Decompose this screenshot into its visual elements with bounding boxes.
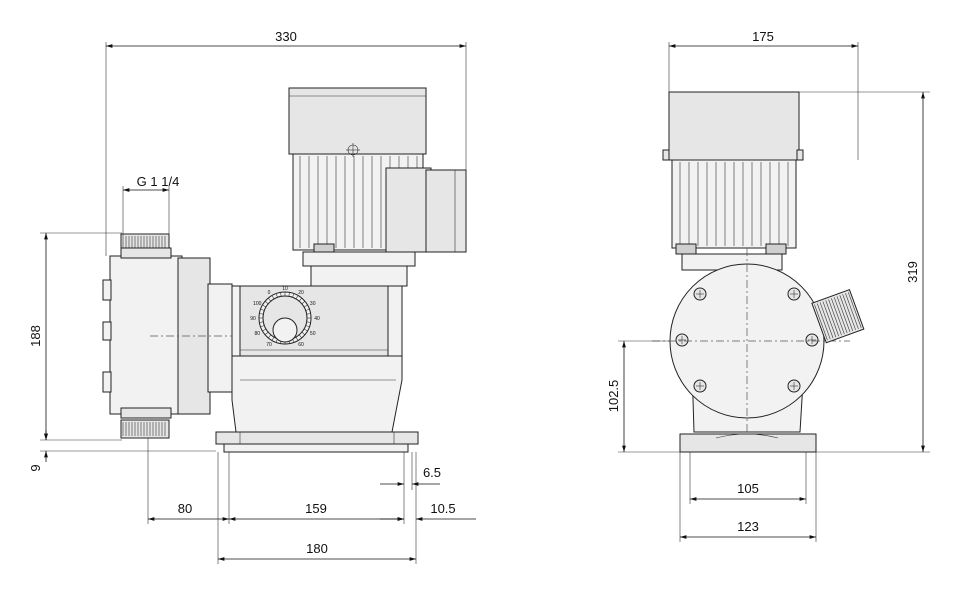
dim-10-5: 10.5 — [430, 501, 455, 516]
dim-overall-width: 330 — [275, 29, 297, 44]
dim-overall-height: 319 — [905, 261, 920, 283]
dial-scale-label: 100 — [253, 301, 262, 307]
dim-side-width: 175 — [752, 29, 774, 44]
dial-scale-label: 60 — [298, 342, 304, 348]
side-view — [652, 91, 865, 453]
side-connector — [811, 288, 865, 344]
base-front — [215, 431, 419, 453]
dial-scale-label: 0 — [268, 290, 271, 296]
dial-scale-label: 50 — [310, 331, 316, 337]
dial-scale-label: 90 — [250, 316, 256, 322]
terminal-box-cover — [425, 169, 467, 253]
dim-base-outer: 123 — [737, 519, 759, 534]
dim-thread: G 1 1/4 — [137, 174, 180, 189]
terminal-box — [385, 167, 432, 253]
dim-base-inner: 105 — [737, 481, 759, 496]
dim-159: 159 — [305, 501, 327, 516]
motor-top-housing — [288, 87, 427, 155]
front-view: 70 80 90 100 0 10 20 30 40 50 60 — [102, 87, 467, 453]
dial-scale-label: 10 — [282, 286, 288, 292]
dial-scale-label: 80 — [255, 331, 261, 337]
suction-valve — [120, 419, 170, 439]
dosing-head-front — [102, 233, 233, 439]
dial-scale-label: 70 — [266, 342, 272, 348]
dial-scale-label: 20 — [298, 290, 304, 296]
motor-front — [288, 87, 467, 287]
dim-axis-height: 102.5 — [606, 380, 621, 413]
base-plate — [215, 431, 419, 445]
dim-80: 80 — [178, 501, 192, 516]
motor-side-housing — [668, 91, 800, 161]
dim-6-5: 6.5 — [423, 465, 441, 480]
side-base-plate — [679, 433, 817, 453]
dim-base-offset: 9 — [28, 464, 43, 471]
dosing-head-housing — [109, 255, 183, 415]
gearbox-front: 70 80 90 100 0 10 20 30 40 50 60 — [229, 285, 403, 433]
dim-height-left: 188 — [28, 325, 43, 347]
dimension-lines: 330 G 1 1/4 188 9 80 159 10.5 6.5 — [28, 29, 930, 564]
dial-scale-label: 30 — [310, 301, 316, 307]
dial-scale-label: 40 — [314, 316, 320, 322]
dim-180: 180 — [306, 541, 328, 556]
